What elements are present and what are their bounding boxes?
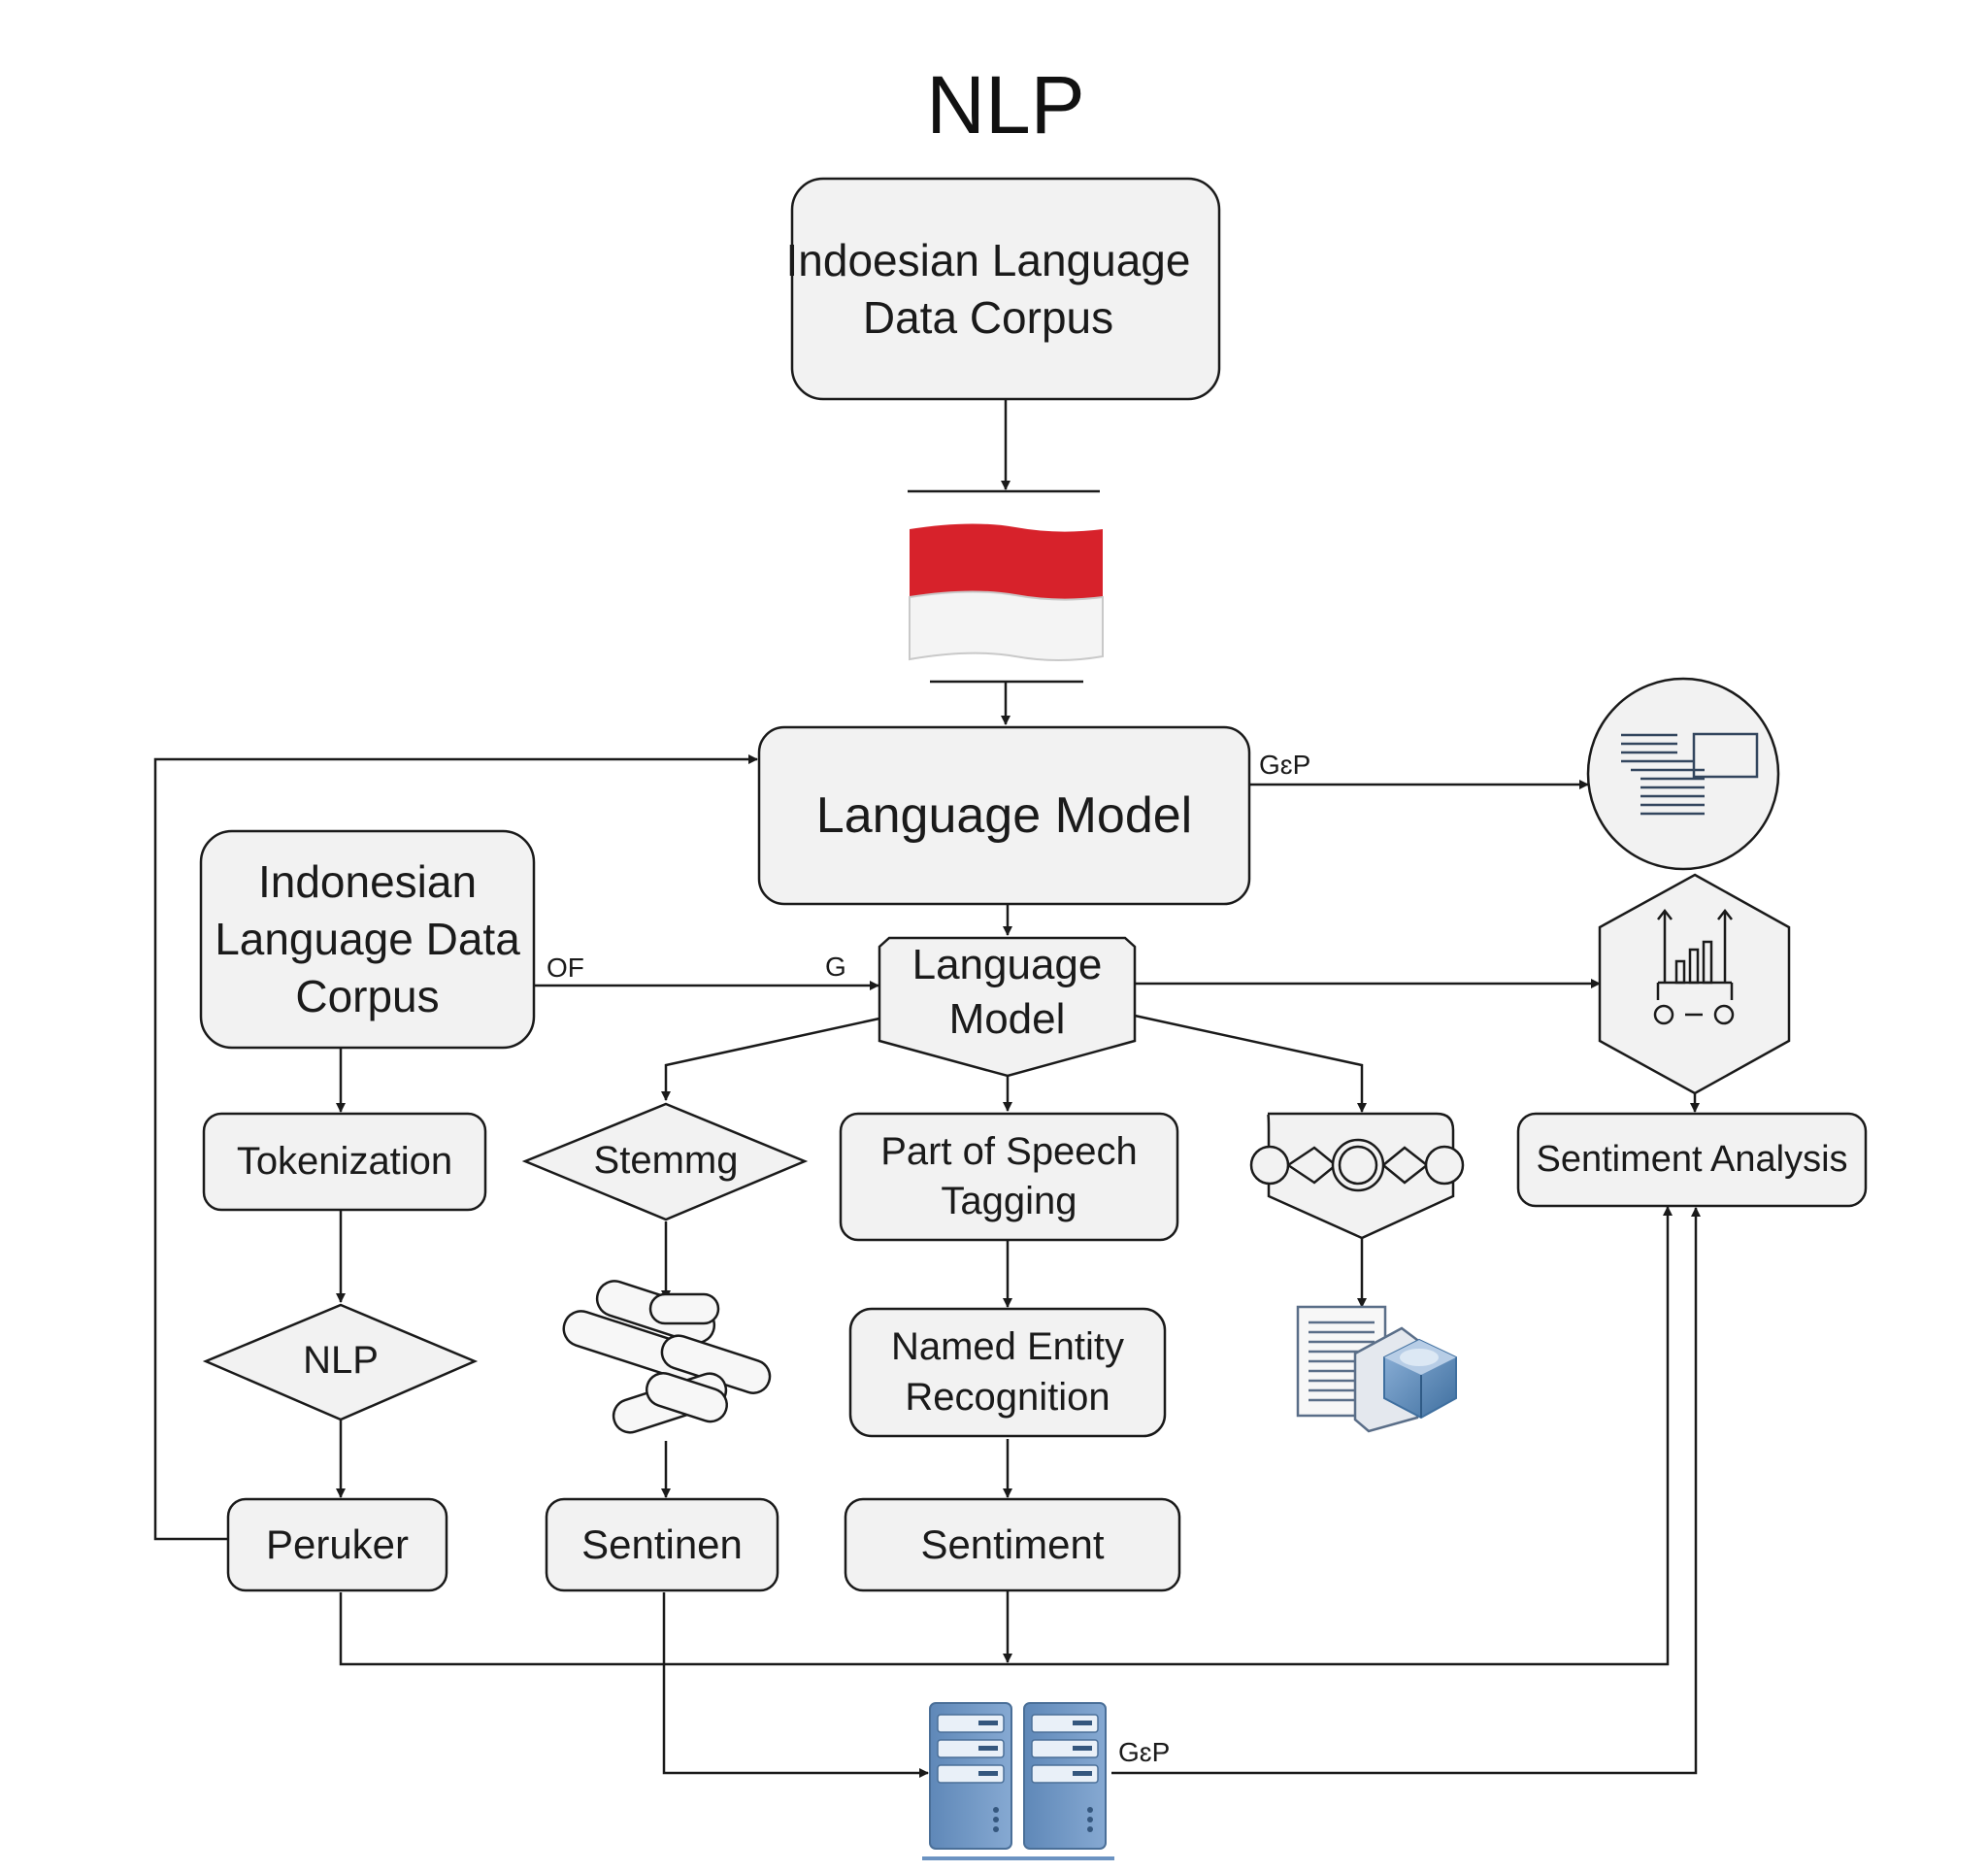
peruker-label: Peruker	[265, 1521, 410, 1568]
node-pos-tagging	[839, 1112, 1179, 1242]
node-tokenization	[202, 1112, 487, 1212]
sentinen-label: Sentinen	[581, 1521, 743, 1568]
sentiment-label: Sentiment	[920, 1521, 1105, 1568]
node-sentiment	[844, 1497, 1181, 1592]
corpus-left-label: Indonesian Language Data Corpus	[215, 856, 520, 1021]
edge-label-hex-in: G	[825, 952, 846, 982]
edge-peruker-loop	[153, 754, 758, 1541]
server-rack-icon	[922, 1702, 1114, 1860]
edge-label-corpus-left-out: OF	[547, 953, 584, 983]
corpus-top-label: Indoesian Language Data Corpus	[785, 235, 1191, 343]
document-window-icon	[1586, 677, 1780, 871]
edges	[153, 400, 1701, 1778]
edge-label-lm-to-doc: GɛP	[1259, 750, 1311, 780]
edge-server-to-sa	[1111, 1207, 1701, 1775]
node-sentiment-analysis	[1516, 1112, 1868, 1208]
chain-links-icon	[562, 1280, 772, 1434]
node-corpus-left	[199, 829, 536, 1050]
indonesia-flag-icon	[909, 523, 1104, 661]
language-model-hex-label: Language Model	[911, 940, 1103, 1043]
edge-peruker-to-sa	[339, 1206, 1673, 1666]
edge-label-to-server-right: GɛP	[1118, 1737, 1171, 1767]
node-peruker	[226, 1497, 448, 1592]
node-sentinen	[545, 1497, 779, 1592]
node-language-model-hex	[878, 936, 1137, 1078]
edge-hex-to-stem	[661, 1017, 880, 1101]
sentiment-analysis-label: Sentiment Analysis	[1536, 1139, 1848, 1181]
edge-hex-to-flow	[1134, 1014, 1367, 1113]
process-flow-icon	[1249, 1138, 1465, 1192]
node-shapes	[199, 177, 1868, 1592]
tokenization-label: Tokenization	[236, 1139, 453, 1183]
node-stemming	[521, 1102, 809, 1221]
ner-label: Named Entity Recognition	[890, 1325, 1125, 1419]
node-ner	[848, 1307, 1167, 1438]
edge-sentinen-to-server	[662, 1592, 929, 1778]
node-nlp-diamond	[202, 1303, 479, 1421]
document-database-icon	[1296, 1305, 1457, 1433]
bar-chart-icon	[1598, 873, 1791, 1095]
nlp-diamond-label: NLP	[303, 1339, 379, 1383]
node-corpus-top	[790, 177, 1221, 401]
pos-tagging-label: Part of Speech Tagging	[880, 1129, 1138, 1222]
node-language-model-main	[757, 725, 1251, 906]
stemming-label: Stemmg	[593, 1139, 739, 1183]
diagram-title: NLP	[926, 59, 1085, 150]
language-model-main-label: Language Model	[815, 786, 1193, 844]
